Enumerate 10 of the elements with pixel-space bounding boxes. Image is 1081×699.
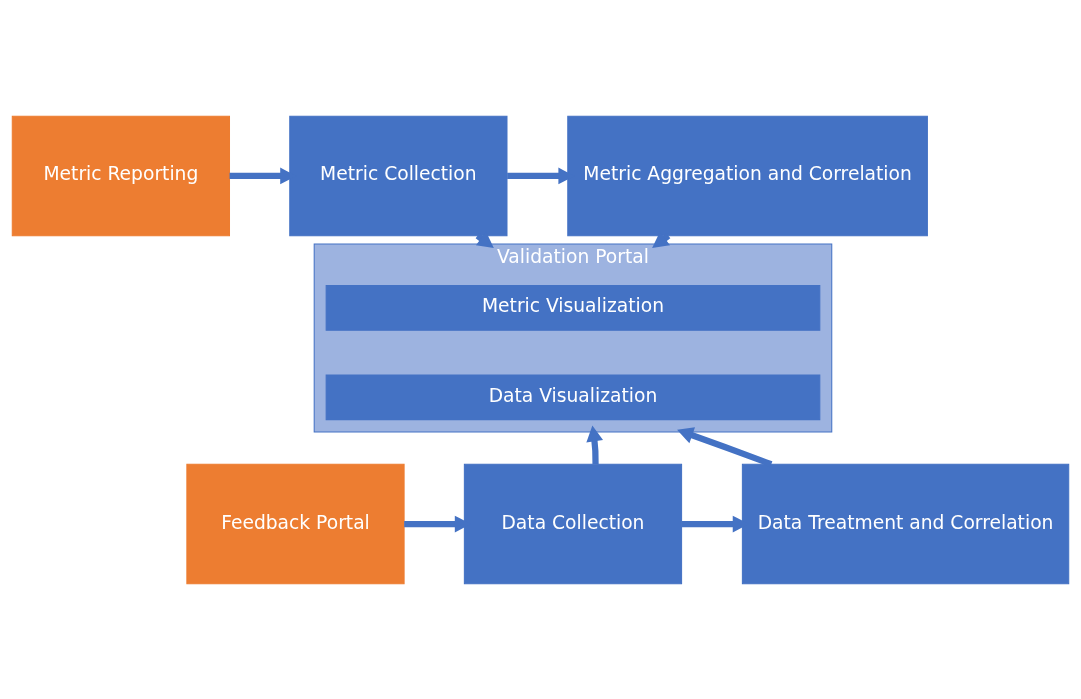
node-box: Metric Visualization <box>325 284 821 331</box>
node-box: Data Collection <box>463 463 683 584</box>
arrow <box>586 424 604 464</box>
node-box: Metric Aggregation and Correlation <box>567 115 928 236</box>
node-box: Data Treatment and Correlation <box>741 463 1070 584</box>
node-box: Metric Collection <box>289 115 508 236</box>
node-box: Metric Reporting <box>11 115 230 236</box>
node-box: Data Visualization <box>325 373 821 420</box>
node-box: Feedback Portal <box>186 463 405 584</box>
arrow <box>677 426 773 467</box>
